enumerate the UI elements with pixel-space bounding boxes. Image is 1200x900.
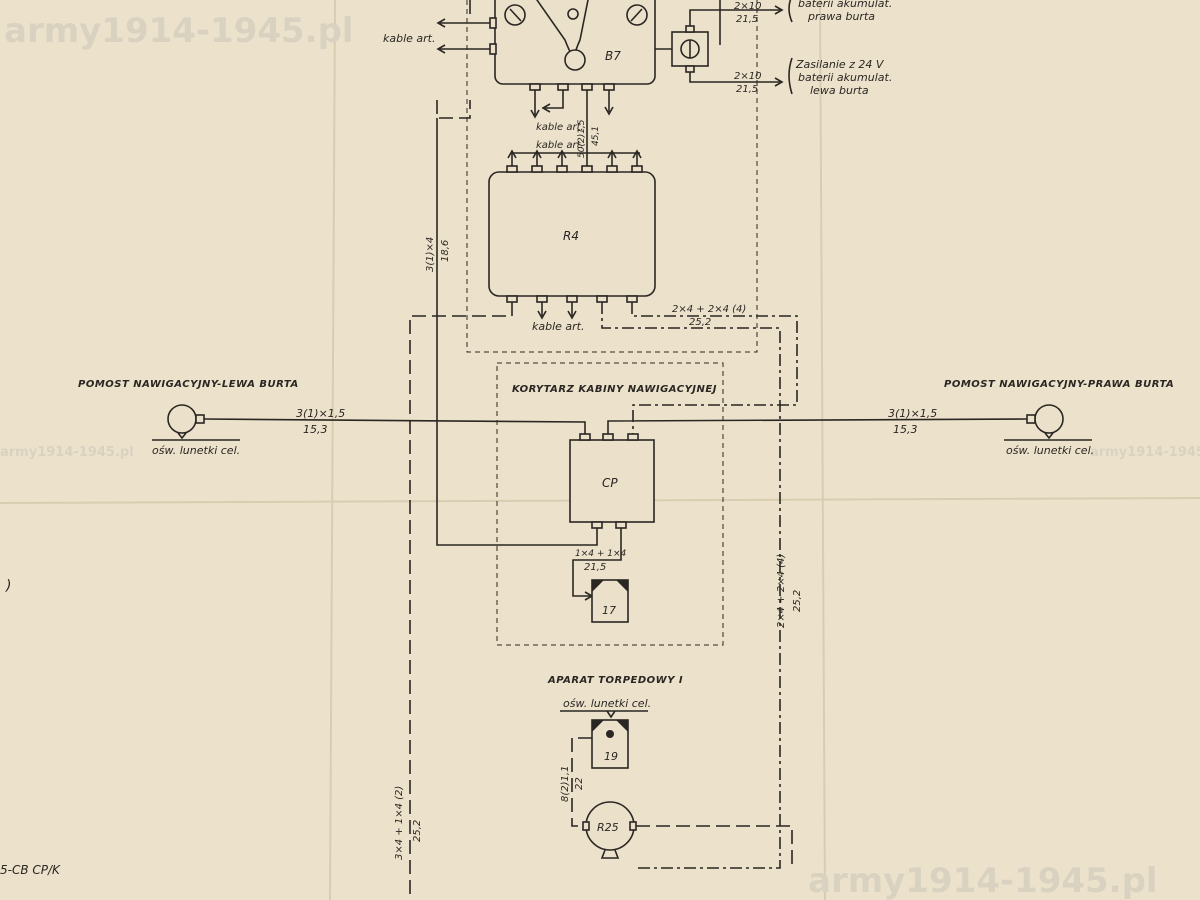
watermark-top: army1914-1945.pl [4,11,354,51]
r4-right-cable-top: 2×4 + 2×4 (4) [672,304,746,315]
b7-label: B7 [605,49,621,63]
corridor-cable-top: 1×4 + 1×4 [575,549,627,559]
kable-art-top-left: kable art. [383,32,436,45]
corridor-title: KORYTARZ KABINY NAWIGACYJNEJ [512,384,717,395]
watermark-small-right: army1914-1945.pl [1090,445,1200,460]
r4-left-cable-bottom: 18,6 [440,240,451,262]
cable-19-to-r25 [571,737,592,827]
cable-code-vertical-2: 45,1 [591,126,601,146]
supply-right-cable-bottom: 21,5 [736,14,758,25]
supply-right-cable-top: 2×10 [734,1,761,12]
torpedo-lamp-label: ośw. lunetki cel. [563,697,651,710]
bridge-left-cable-top: 3(1)×1,5 [296,407,345,420]
r4-label: R4 [563,229,579,243]
kable-art-mid-2: kable art. [536,140,584,151]
left-vertical-code-2: 25,2 [412,820,423,842]
bridge-right-cable-bottom: 15,3 [893,423,918,436]
r4-left-cable-top: 3(1)×4 [425,237,436,272]
device-19-label: 19 [604,750,618,763]
fold-line-left [329,0,336,900]
svg-text:): ) [5,578,11,594]
lamp-left-label: ośw. lunetki cel. [152,444,240,457]
cable-left-lamp-to-cp [203,418,586,435]
device-19 [591,719,629,769]
left-vertical-code-1: 3×4 + 1×4 (2) [394,786,405,860]
cable-right-vertical [601,302,781,869]
torpedo-cable-top: 8(2)1,1 [560,766,571,802]
device-17 [591,579,629,623]
corridor-cable-bottom: 21,5 [584,562,606,573]
watermark-small-left: army1914-1945.pl [0,445,134,460]
supply-left-label-3: lewa burta [810,84,869,97]
bridge-left-cable-bottom: 15,3 [303,423,328,436]
cable-code-vertical-1: 50(2)1,5 [577,119,587,158]
r4-top-arrows [507,149,642,168]
bridge-right-cable-top: 3(1)×1,5 [888,407,937,420]
right-vertical-code-1: 2×4 + 2×4 (4) [776,554,787,628]
lamp-left [167,404,197,434]
kable-art-mid-1: kable art. [536,122,584,133]
right-vertical-code-2: 25,2 [792,590,803,612]
torpedo-cable-bottom: 22 [574,777,585,790]
supply-left-label-2: baterii akumulat. [798,71,892,84]
torpedo-title: APARAT TORPEDOWY I [547,675,683,686]
r25-label: R25 [597,821,619,834]
b7-knob [564,49,586,71]
r4-right-cable-bottom: 25,2 [689,317,711,328]
supply-left-label-1: Zasilanie z 24 V [795,58,885,71]
lamp-right [1034,404,1064,434]
box-b7 [494,0,656,85]
corridor-enclosure [496,362,724,646]
b7-indicator [567,8,579,20]
box-cp [569,439,655,523]
lamp-right-label: ośw. lunetki cel. [1006,444,1094,457]
supply-right-label-2: prawa burta [807,10,875,23]
device-17-label: 17 [602,604,616,617]
fold-line-right [819,0,826,900]
cp-label: CP [602,476,618,490]
cable-right-lamp-to-cp [607,418,1028,435]
cable-r4-to-cp-left [436,118,598,546]
bridge-right-title: POMOST NAWIGACYJNY-PRAWA BURTA [944,379,1174,390]
supply-right-label-1: baterii akumulat. [798,0,892,10]
cable-left-vertical [409,302,513,900]
cable-r4-to-cp-right [631,302,798,435]
watermark-bottom: army1914-1945.pl [808,861,1158,900]
cable-cp-to-17 [572,528,622,597]
corner-label: 5-CB CP/K [0,863,61,877]
supply-left-cable-bottom: 21,5 [736,84,758,95]
enclosure-top [466,0,758,353]
r4-kable-art: kable art. [532,320,585,333]
bridge-left-title: POMOST NAWIGACYJNY-LEWA BURTA [78,379,299,390]
supply-left-cable-top: 2×10 [734,71,761,82]
